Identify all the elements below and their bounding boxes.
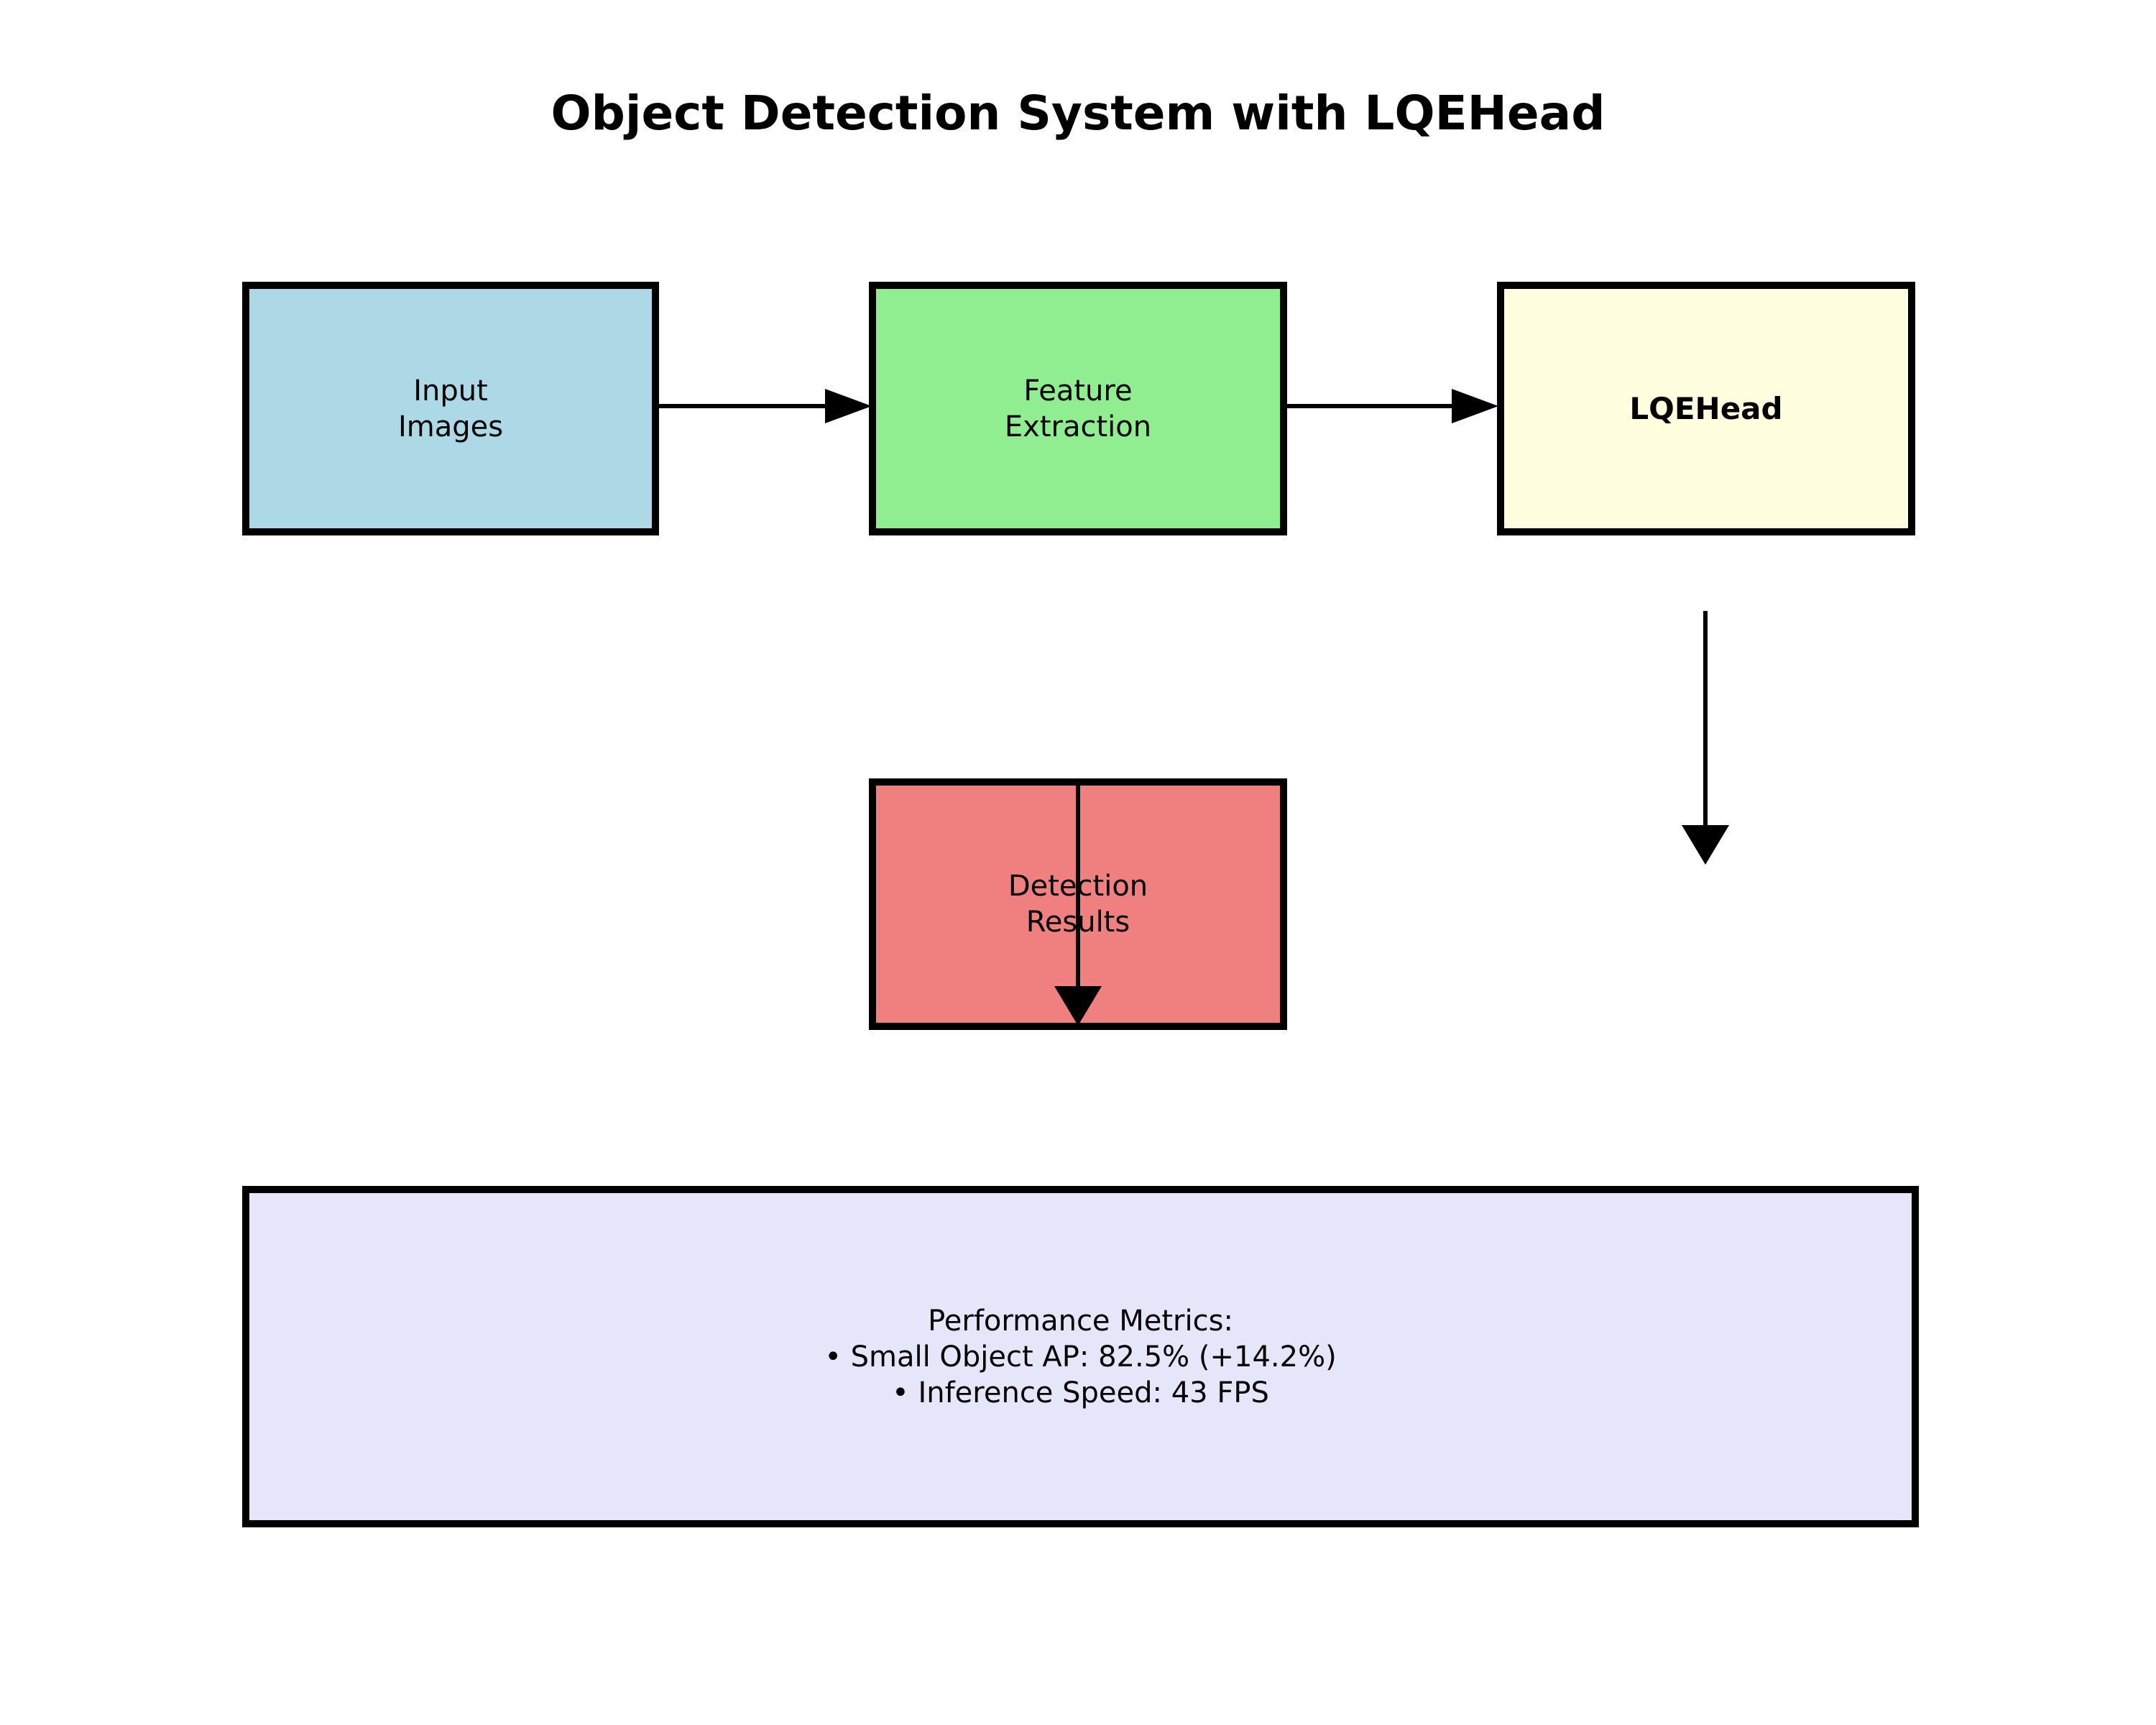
node-feature-extraction: Feature Extraction — [869, 282, 1287, 535]
metrics-heading: Performance Metrics: — [928, 1305, 1233, 1338]
metric-small-object-ap: • Small Object AP: 82.5% (+14.2%) — [824, 1340, 1337, 1374]
panel-performance-metrics — [242, 1186, 1919, 1527]
performance-metrics-text: Performance Metrics: • Small Object AP: … — [249, 1303, 1912, 1411]
page-title: Object Detection System with LQEHead — [550, 86, 1606, 141]
node-lqehead: LQEHead — [1497, 282, 1915, 535]
arrowhead-right-icon — [1452, 389, 1498, 423]
arrowhead-down-icon — [1054, 986, 1102, 1026]
arrow-shaft — [1076, 783, 1080, 993]
arrowhead-right-icon — [825, 389, 872, 423]
arrow-shaft — [1703, 611, 1708, 828]
arrow-shaft — [659, 404, 829, 408]
node-input-images: Input Images — [242, 282, 659, 535]
metric-inference-speed: • Inference Speed: 43 FPS — [892, 1376, 1269, 1409]
arrowhead-down-icon — [1682, 825, 1729, 865]
arrow-shaft — [1287, 404, 1455, 408]
